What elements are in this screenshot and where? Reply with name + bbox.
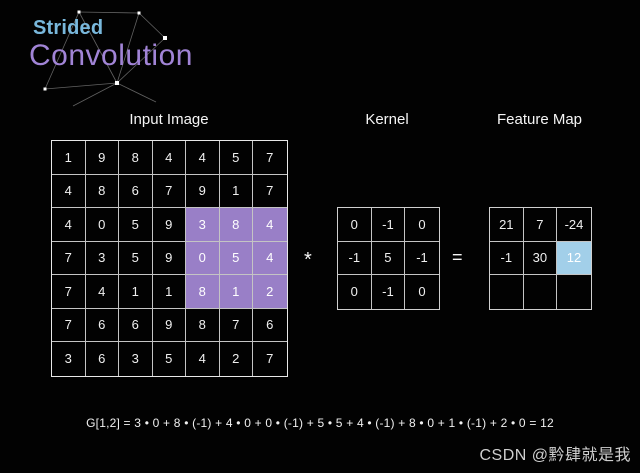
input-image-label: Input Image [129, 111, 209, 128]
grid-cell: 4 [253, 241, 287, 275]
grid-cell [524, 275, 558, 309]
grid-cell: 9 [152, 308, 186, 342]
convolution-operator: * [304, 249, 312, 271]
grid-cell: 3 [119, 342, 153, 376]
title-convolution: Convolution [29, 39, 193, 72]
grid-cell: 7 [266, 351, 274, 367]
grid-cell: 4 [253, 208, 287, 242]
grid-cell [490, 275, 524, 309]
grid-cell: 5 [371, 241, 406, 276]
grid-cell: -1 [371, 208, 406, 242]
grid-cell: 7 [523, 208, 558, 242]
grid-cell: 0 [186, 241, 220, 275]
grid-cell: 5 [219, 241, 253, 275]
grid-cell: 0 [85, 208, 119, 242]
grid-cell: 4 [52, 208, 86, 242]
grid-cell: 8 [85, 174, 119, 208]
grid-cell: 6 [86, 342, 119, 376]
grid-cell: 7 [219, 308, 253, 342]
grid-cell: 5 [119, 208, 153, 242]
grid-cell [557, 275, 591, 309]
grid-cell: 6 [253, 309, 287, 342]
title-strided: Strided [33, 17, 104, 39]
grid-cell: 30 [523, 241, 558, 276]
feature-map-label: Feature Map [496, 111, 583, 128]
grid-cell: 8 [119, 141, 153, 175]
grid-cell: 9 [186, 174, 220, 208]
grid-cell: 3 [85, 241, 119, 275]
grid-cell: 0 [338, 208, 372, 242]
grid-cell: 7 [253, 175, 287, 208]
equals-operator: = [452, 247, 463, 267]
network-graph-decoration [43, 10, 167, 107]
grid-cell: 7 [52, 241, 86, 275]
grid-cell: -1 [490, 241, 524, 276]
grid-cell: 4 [186, 141, 220, 175]
grid-cell: 0 [418, 284, 426, 300]
grid-cell: 3 [186, 208, 220, 242]
grid-cell: 8 [219, 208, 253, 242]
grid-cell: 1 [52, 141, 86, 175]
grid-cell: -1 [372, 275, 406, 309]
grid-cell: 0 [338, 275, 372, 309]
grid-cell: 4 [152, 141, 186, 175]
grid-cell: 5 [219, 141, 253, 175]
grid-cell: 2 [253, 275, 287, 309]
grid-cell: 9 [152, 208, 186, 242]
grid-cell: -1 [405, 242, 439, 276]
grid-cell: 5 [119, 241, 153, 275]
grid-cell: 5 [153, 342, 186, 376]
grid-cell: 8 [186, 275, 220, 309]
grid-cell: 3 [52, 342, 86, 376]
grid-cell: 8 [186, 308, 220, 342]
grid-cell: -1 [338, 241, 372, 276]
grid-cell: 7 [52, 308, 86, 342]
grid-cell: 7 [152, 174, 186, 208]
grid-cell: 4 [186, 342, 220, 376]
grid-cell: 4 [85, 275, 119, 309]
grid-cell: 9 [85, 141, 119, 175]
grid-cell: 1 [219, 275, 253, 309]
grid-cell: 6 [85, 308, 119, 342]
grid-cell: 1 [152, 275, 186, 309]
grid-cell: 12 [557, 241, 591, 276]
grid-cell: 1 [219, 174, 253, 208]
grid-cell: 7 [52, 275, 86, 309]
grid-cell: 9 [152, 241, 186, 275]
grid-cell: 4 [52, 174, 86, 208]
grid-cell: 21 [490, 208, 524, 242]
grid-cell: 7 [253, 141, 287, 175]
grid-cell: 1 [119, 275, 153, 309]
grid-cell: 0 [405, 208, 439, 242]
grid-cell: 2 [220, 342, 253, 376]
kernel-label: Kernel [365, 111, 409, 128]
convolution-formula: G[1,2] = 3 • 0 + 8 • (-1) + 4 • 0 + 0 • … [86, 416, 554, 430]
csdn-watermark: CSDN @黔肆就是我 [479, 447, 631, 464]
grid-cell: 6 [119, 308, 153, 342]
grid-cell: -24 [557, 208, 591, 242]
grid-cell: 6 [119, 174, 153, 208]
